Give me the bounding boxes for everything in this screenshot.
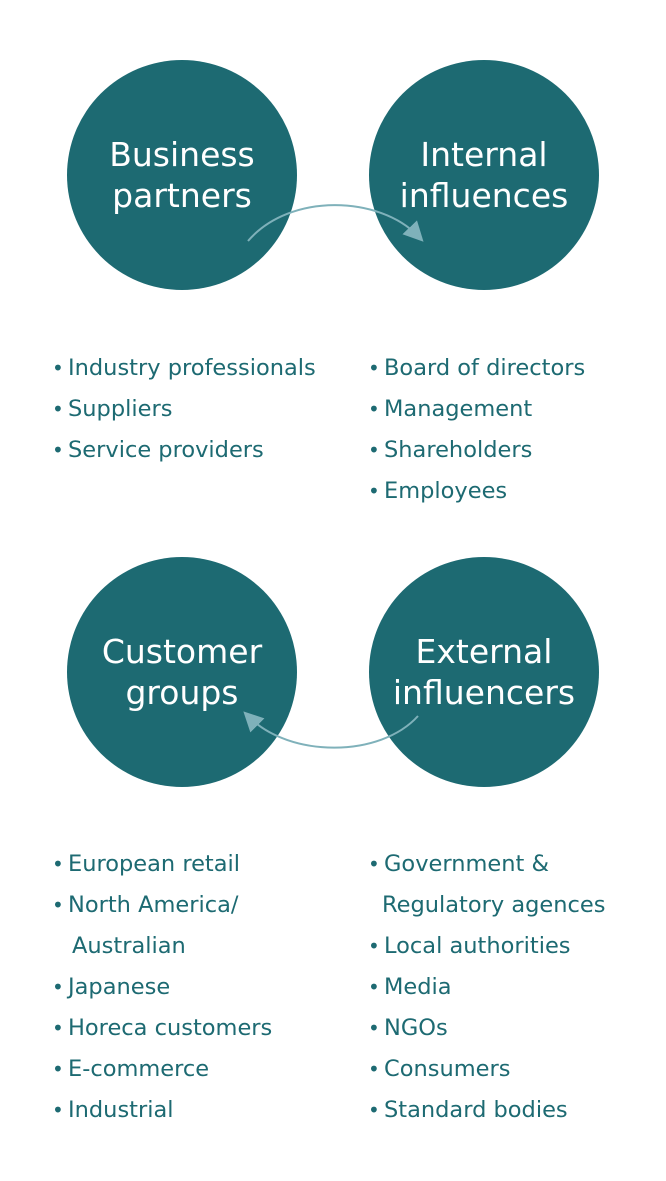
bullet: • [52, 893, 64, 917]
list-item: •Japanese [52, 967, 272, 1008]
bullet: • [52, 1098, 64, 1122]
bullet: • [52, 356, 64, 380]
list-item: •Shareholders [368, 430, 585, 471]
list-item: •Media [368, 967, 605, 1008]
bullet: • [368, 356, 380, 380]
circle-label-line: External [415, 632, 553, 671]
bullet: • [52, 1016, 64, 1040]
circle-label-line: influencers [392, 673, 576, 712]
list-item: •Government &Regulatory agences [368, 844, 605, 926]
list-item: •Suppliers [52, 389, 316, 430]
bullet: • [52, 1057, 64, 1081]
list-item: •E-commerce [52, 1049, 272, 1090]
circle-external-influencers: External influencers [369, 557, 599, 787]
circle-internal-influences: Internal influences [369, 60, 599, 290]
external-influencers-list: •Government &Regulatory agences •Local a… [368, 844, 605, 1131]
list-item: •North America/Australian [52, 885, 272, 967]
bullet: • [52, 852, 64, 876]
circle-label-line: Business [109, 135, 255, 174]
bullet: • [368, 975, 380, 999]
circle-business-partners: Business partners [67, 60, 297, 290]
circle-label-internal-influences: Internal influences [400, 134, 569, 216]
list-item-continuation: Regulatory agences [382, 892, 606, 918]
list-item: •Consumers [368, 1049, 605, 1090]
circle-label-customer-groups: Customer groups [102, 631, 262, 713]
list-item: •Service providers [52, 430, 316, 471]
customer-groups-list: •European retail •North America/Australi… [52, 844, 272, 1131]
bullet: • [368, 438, 380, 462]
list-item: •Employees [368, 471, 585, 512]
list-item: •Industry professionals [52, 348, 316, 389]
list-item: •NGOs [368, 1008, 605, 1049]
list-item: •Management [368, 389, 585, 430]
bullet: • [368, 852, 380, 876]
bullet: • [52, 397, 64, 421]
circle-label-external-influencers: External influencers [393, 631, 575, 713]
list-item: •European retail [52, 844, 272, 885]
bullet: • [368, 1016, 380, 1040]
internal-influences-list: •Board of directors •Management •Shareho… [368, 348, 585, 512]
bullet: • [368, 1057, 380, 1081]
circle-label-line: Internal [420, 135, 548, 174]
bullet: • [368, 397, 380, 421]
bullet: • [368, 479, 380, 503]
bullet: • [52, 438, 64, 462]
circle-customer-groups: Customer groups [67, 557, 297, 787]
list-item: •Standard bodies [368, 1090, 605, 1131]
list-item: •Local authorities [368, 926, 605, 967]
circle-label-business-partners: Business partners [109, 134, 255, 216]
circle-label-line: groups [125, 673, 239, 712]
list-item-continuation: Australian [72, 933, 186, 959]
circle-label-line: Customer [101, 632, 263, 671]
circle-label-line: partners [112, 176, 252, 215]
bullet: • [368, 1098, 380, 1122]
list-item: •Industrial [52, 1090, 272, 1131]
circle-label-line: influences [399, 176, 569, 215]
bullet: • [368, 934, 380, 958]
bullet: • [52, 975, 64, 999]
list-item: •Board of directors [368, 348, 585, 389]
list-item: •Horeca customers [52, 1008, 272, 1049]
business-partners-list: •Industry professionals •Suppliers •Serv… [52, 348, 316, 471]
